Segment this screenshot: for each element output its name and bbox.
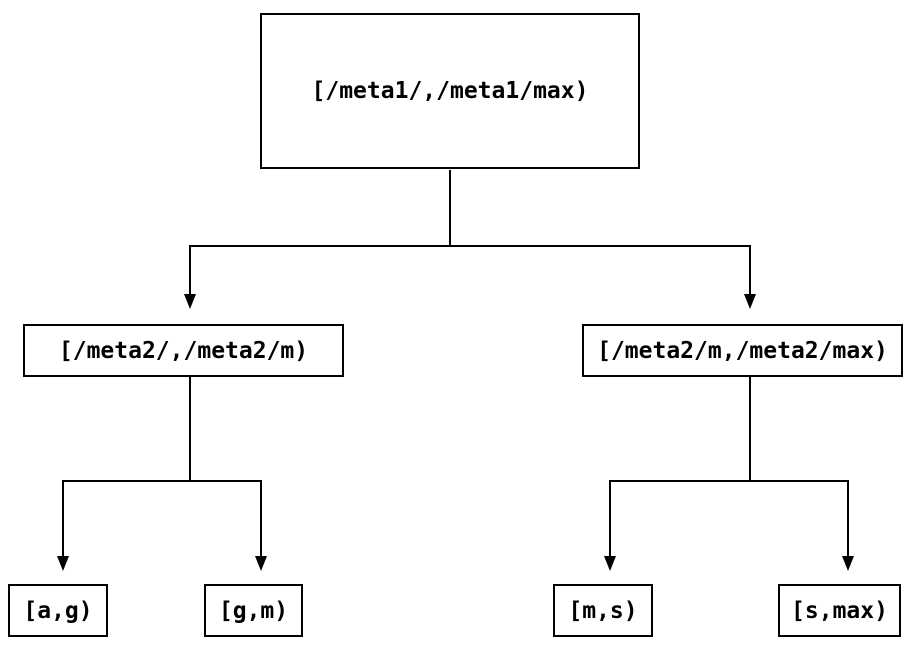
node-leaf-m-s: [m,s) <box>553 584 653 637</box>
node-root-range: [/meta1/,/meta1/max) <box>260 13 640 169</box>
edge-lines <box>62 170 849 556</box>
node-leaf-s-max: [s,max) <box>778 584 901 637</box>
node-leaf-a-g: [a,g) <box>8 584 108 637</box>
node-leaf-a-g-label: [a,g) <box>23 597 93 624</box>
node-meta2-right-label: [/meta2/m,/meta2/max) <box>597 337 888 364</box>
node-meta2-right-range: [/meta2/m,/meta2/max) <box>582 324 903 377</box>
node-leaf-s-max-label: [s,max) <box>791 597 888 624</box>
node-leaf-g-m: [g,m) <box>204 584 303 637</box>
node-root-label: [/meta1/,/meta1/max) <box>311 78 589 104</box>
node-leaf-m-s-label: [m,s) <box>568 597 638 624</box>
node-meta2-left-label: [/meta2/,/meta2/m) <box>58 337 309 364</box>
node-meta2-left-range: [/meta2/,/meta2/m) <box>23 324 344 377</box>
arrowheads <box>57 294 854 571</box>
node-leaf-g-m-label: [g,m) <box>218 597 289 624</box>
